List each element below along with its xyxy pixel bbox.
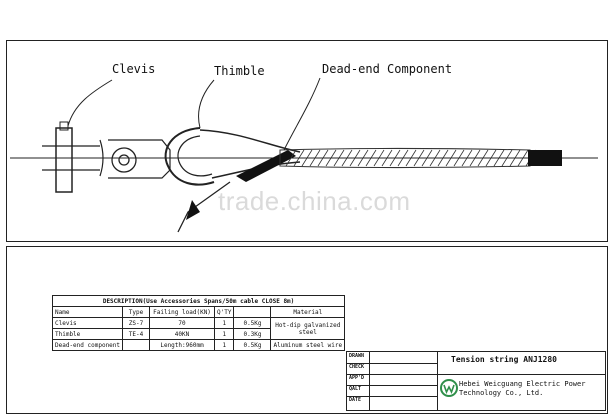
table-row: Clevis ZS-7 70 1 0.5Kg Hot-dip galvanize… xyxy=(51,317,346,340)
cell-type: TE-4 xyxy=(122,328,151,340)
label-dead-end-component: Dead-end Component xyxy=(322,62,453,76)
table-row: Dead-end component Length:960mm 1 0.5Kg … xyxy=(51,339,346,351)
cell-material: Aluminum steel wire xyxy=(270,339,346,351)
cell-weight: 0.5Kg xyxy=(233,339,272,351)
cell-failing-load: 40KN xyxy=(149,328,216,340)
cell-weight: 0.3Kg xyxy=(233,328,272,340)
drawing-frame-bottom xyxy=(6,246,608,414)
cell-failing-load: Length:960mm xyxy=(149,339,216,351)
company-logo-icon xyxy=(440,379,458,397)
cell-name: Dead-end component xyxy=(51,339,124,351)
spec-table-description-row: DESCRIPTION(Use Accessories Spans/50m ca… xyxy=(51,295,346,307)
drawing-frame-top xyxy=(6,40,608,242)
title-block-key: DATE xyxy=(349,397,362,403)
drawing-title: Tension string ANJ1280 xyxy=(451,355,557,364)
cell-qty: 1 xyxy=(214,328,235,340)
cell-weight: 0.5Kg xyxy=(233,317,272,329)
label-clevis: Clevis xyxy=(112,62,156,76)
title-block-key: DRAWN xyxy=(349,353,365,359)
title-block-key: CHECK xyxy=(349,364,365,370)
title-block-divider xyxy=(369,352,370,410)
watermark: trade.china.com xyxy=(218,186,411,216)
cell-failing-load: 70 xyxy=(149,317,216,329)
cell-qty: 1 xyxy=(214,317,235,329)
spec-table-header-row: Name Type Failing load(KN) Q'TY Material xyxy=(51,306,346,318)
thimble-leader xyxy=(198,79,215,129)
spec-table: DESCRIPTION(Use Accessories Spans/50m ca… xyxy=(51,295,346,351)
deadend-leader xyxy=(283,77,321,151)
table-row: Thimble TE-4 40KN 1 0.3Kg xyxy=(51,328,345,340)
title-block-key: APP'D xyxy=(349,375,365,381)
header-name: Name xyxy=(51,306,124,318)
header-type: Type xyxy=(122,306,151,318)
title-block-row: DRAWN xyxy=(347,352,437,364)
title-block-divider xyxy=(437,352,438,410)
label-thimble: Thimble xyxy=(214,64,265,78)
dead-end-drawing xyxy=(177,129,562,233)
title-block: DRAWN CHECK APP'D QALT DATE Tension stri… xyxy=(346,351,606,411)
cell-qty: 1 xyxy=(214,339,235,351)
header-failing-load: Failing load(KN) xyxy=(149,306,216,318)
title-block-row: DATE xyxy=(347,396,437,407)
cell-type xyxy=(122,339,151,351)
spec-table-description: DESCRIPTION(Use Accessories Spans/50m ca… xyxy=(51,295,346,307)
title-block-key: QALT xyxy=(349,386,362,392)
thimble-drawing xyxy=(164,127,215,186)
clevis-drawing xyxy=(42,121,171,193)
cell-name: Thimble xyxy=(51,328,124,340)
cell-type: ZS-7 xyxy=(122,317,151,329)
title-block-row: QALT xyxy=(347,385,437,397)
header-material: Material xyxy=(270,306,346,318)
cell-name: Clevis xyxy=(51,317,124,329)
title-block-row: APP'D xyxy=(347,374,437,386)
clevis-leader xyxy=(67,79,113,127)
cell-material-merged: Hot-dip galvanized steel xyxy=(270,317,346,340)
company-name: Hebei Weicguang Electric Power Technolog… xyxy=(459,380,586,397)
title-block-divider xyxy=(437,374,605,375)
header-weight xyxy=(233,306,272,318)
header-qty: Q'TY xyxy=(214,306,235,318)
title-block-row: CHECK xyxy=(347,363,437,375)
